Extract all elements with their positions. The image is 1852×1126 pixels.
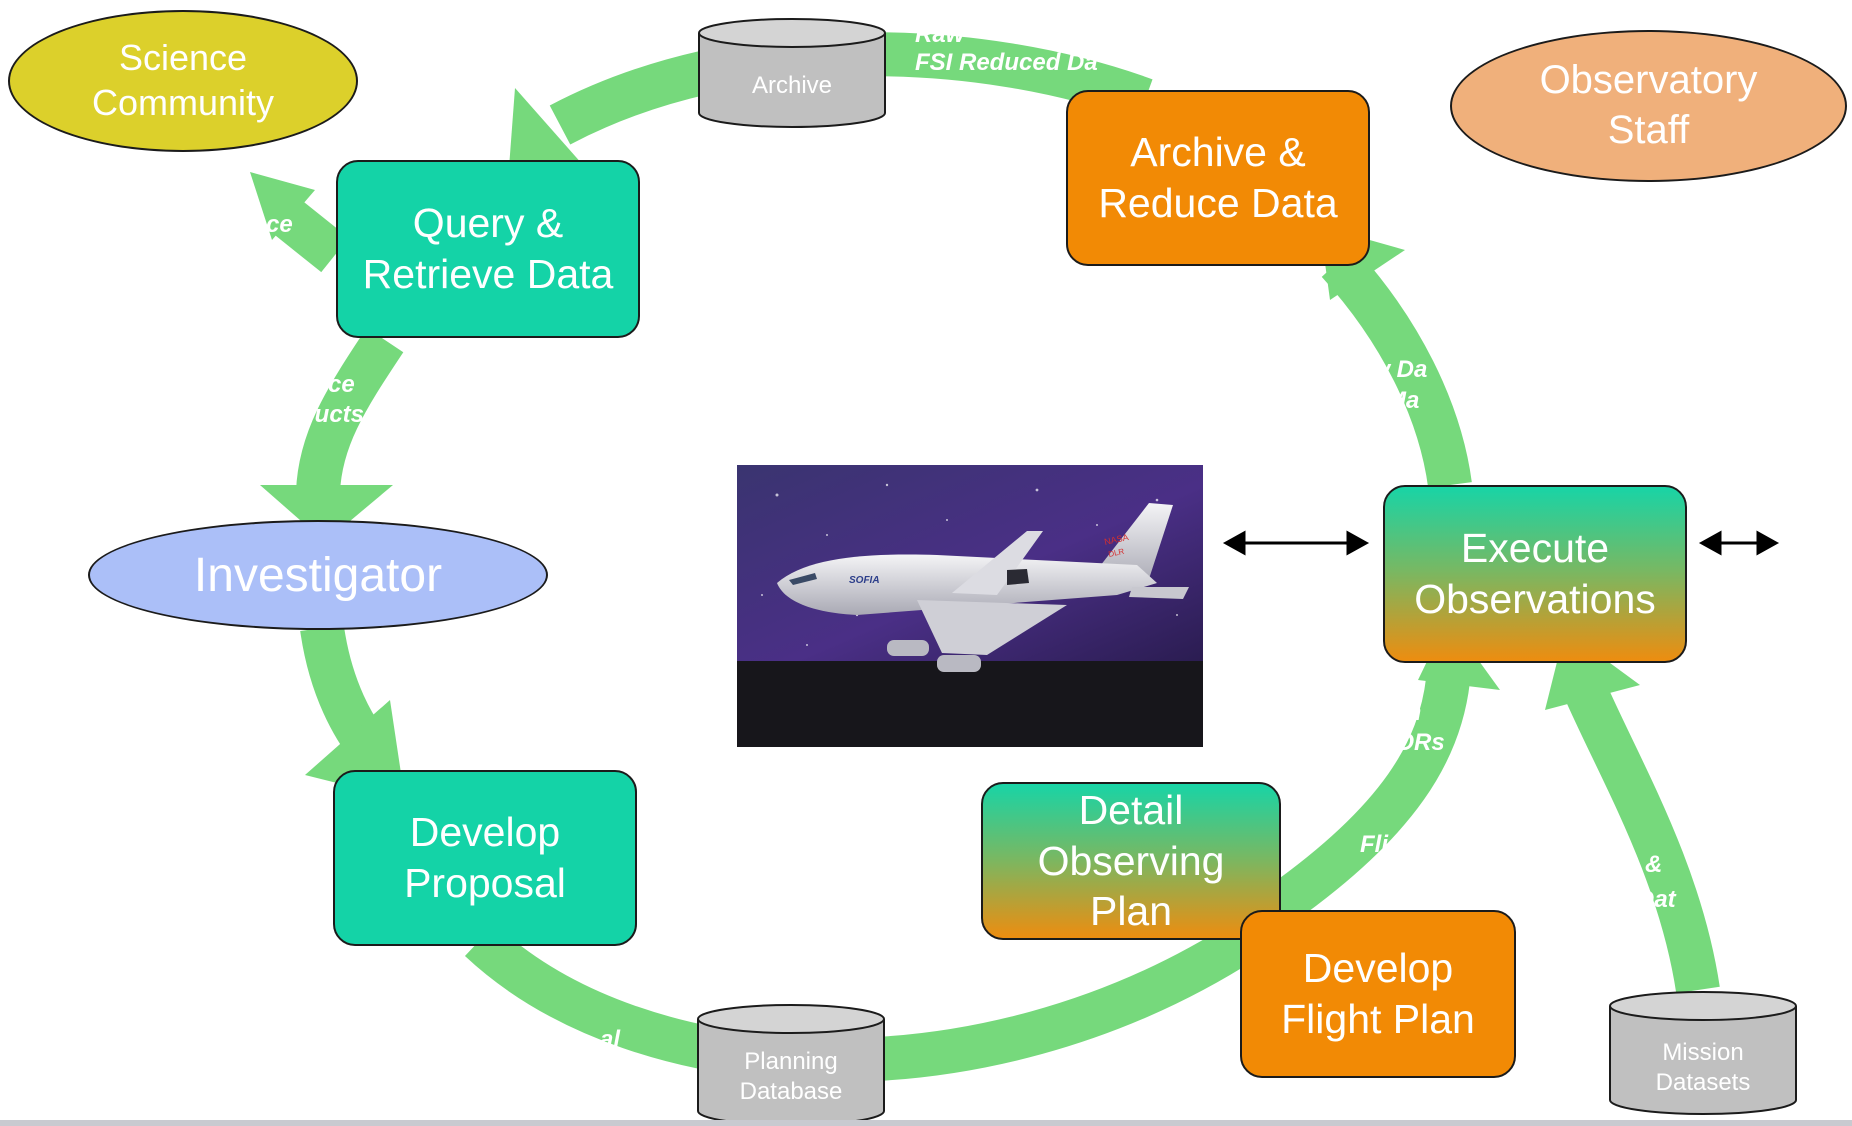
flow-label-flight: Fli	[1360, 831, 1388, 858]
develop-flight-plan-box: Develop Flight Plan	[1240, 910, 1516, 1078]
develop-proposal-box: Develop Proposal	[333, 770, 637, 946]
flow-label-science-left: ance	[238, 211, 293, 238]
query-retrieve-data-label: Query & Retrieve Data	[362, 200, 614, 297]
planning-database-label: Planning Database	[739, 1048, 843, 1105]
fuselage-sofia-text: SOFIA	[849, 575, 880, 586]
flow-label-raw-data: aw Da	[1358, 356, 1428, 383]
flow-label-science-products-1: ence	[300, 371, 355, 398]
investigator-ellipse: Investigator	[88, 520, 548, 630]
arrow-mission-to-execute	[1564, 681, 1720, 994]
execute-observations-label: Execute Observations	[1414, 525, 1656, 622]
flow-label-aors: AORs	[1378, 729, 1445, 756]
flow-label-data-mart: ta Ma	[1358, 387, 1420, 414]
planning-database-cylinder-icon	[697, 1004, 885, 1126]
livery-dlr-text: DLR	[1108, 547, 1126, 559]
planning-database-datastore: Planning Database	[696, 1003, 886, 1126]
flow-label-observation-bottom: Observ	[928, 1081, 1011, 1108]
arrow-flight-plan-to-execute	[1267, 677, 1470, 923]
observatory-staff-label: Observatory Staff	[1539, 58, 1758, 152]
arrow-query-to-investigator	[296, 327, 404, 494]
archive-reduce-data-box: Archive & Reduce Data	[1066, 90, 1370, 266]
mission-datasets-label: Mission Datasets	[1655, 1039, 1751, 1096]
sofia-aircraft-image: NASA DLR SOFIA	[737, 465, 1203, 747]
mission-datasets-cylinder-icon	[1609, 991, 1797, 1115]
flow-label-mission-data: Dat	[1637, 886, 1676, 913]
archive-label: Archive	[751, 72, 833, 99]
link-execute-staff-head-left	[1698, 530, 1722, 556]
livery-nasa-text: NASA	[1103, 532, 1129, 547]
link-photo-execute-head-left	[1222, 530, 1246, 556]
develop-flight-plan-label: Develop Flight Plan	[1281, 945, 1475, 1042]
archive-reduce-data-label: Archive & Reduce Data	[1098, 129, 1338, 226]
arrow-execute-to-archive	[1321, 247, 1472, 489]
sofia-aircraft-photo: NASA DLR SOFIA	[737, 465, 1203, 747]
science-community-label: Science Community	[91, 37, 275, 123]
science-community-ellipse: Science Community	[8, 10, 358, 152]
archive-datastore: Archive	[697, 17, 887, 129]
flow-label-fsi-reduced-data: FSI Reduced Da	[915, 49, 1098, 76]
detail-observing-plan-label: Detail Observing Plan	[1037, 786, 1225, 935]
link-execute-staff-head-right	[1756, 530, 1780, 556]
flow-label-observation: on	[1392, 699, 1422, 726]
develop-proposal-label: Develop Proposal	[404, 809, 566, 906]
flow-label-science-products-2: ducts	[300, 401, 365, 428]
query-retrieve-data-box: Query & Retrieve Data	[336, 160, 640, 338]
flow-label-proposal: al	[600, 1026, 621, 1053]
link-photo-execute-head-right	[1346, 530, 1370, 556]
investigator-label: Investigator	[193, 548, 443, 602]
mission-datasets-datastore: Mission Datasets	[1608, 990, 1798, 1116]
observatory-staff-ellipse: Observatory Staff	[1450, 30, 1847, 182]
arrow-query-to-science-community	[271, 197, 349, 273]
bottom-divider	[0, 1120, 1852, 1126]
arrowhead-science-community	[250, 172, 315, 240]
arrowhead-investigator	[260, 485, 393, 542]
flow-label-raw: Raw	[915, 21, 965, 48]
flow-label-mission-cs: CS &	[1605, 851, 1663, 878]
arrowhead-query	[508, 88, 598, 182]
archive-cylinder-icon	[698, 18, 886, 128]
execute-observations-box: Execute Observations	[1383, 485, 1687, 663]
detail-observing-plan-box: Detail Observing Plan	[981, 782, 1281, 940]
